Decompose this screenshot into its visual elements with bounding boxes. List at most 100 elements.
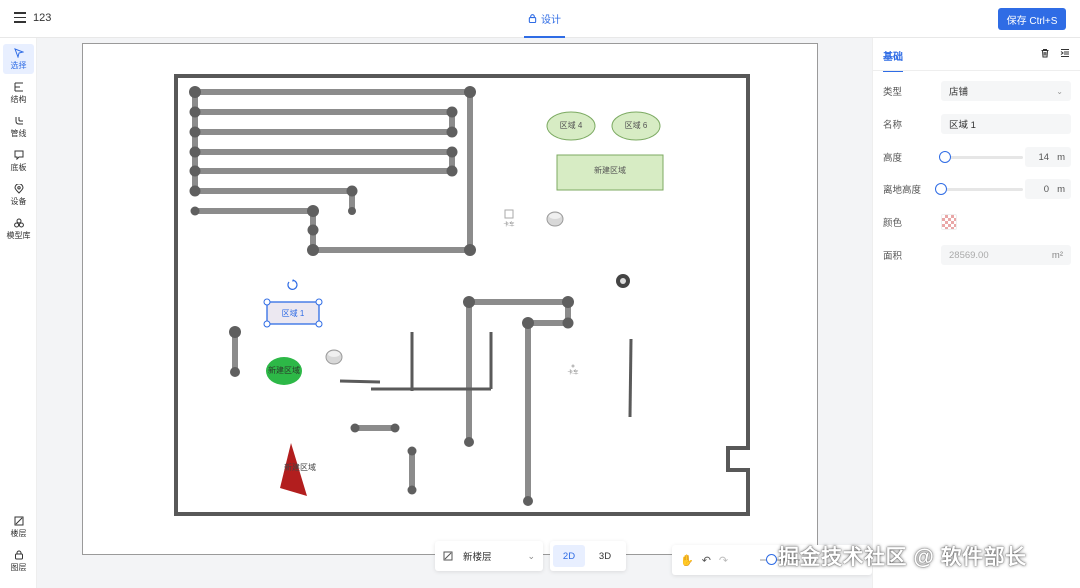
- cursor-icon: [13, 47, 24, 58]
- card-reader-label: 卡车: [503, 220, 515, 228]
- watermark-text: 掘金技术社区 @ 软件部长: [778, 546, 1027, 569]
- layer-icon: [14, 550, 23, 559]
- new-zone-red-label: 新建区域: [284, 462, 316, 472]
- selection-handles[interactable]: [263, 298, 323, 328]
- height-slider[interactable]: 14 m: [939, 147, 1071, 167]
- pipeline-icon: [15, 116, 23, 124]
- ground-value: 0: [1043, 183, 1050, 195]
- zone-1-label: 区域 1: [282, 308, 305, 318]
- card-reader-icon[interactable]: [571, 364, 575, 368]
- pipe-group[interactable]: [192, 89, 571, 504]
- panel-divider: [873, 70, 1080, 71]
- floor-plate-icon: [14, 150, 23, 160]
- chevron-down-icon: ⌄: [1056, 86, 1063, 96]
- color-swatch[interactable]: [941, 214, 957, 230]
- smoke-detector-top: [549, 213, 561, 219]
- navigation-toolbar: ✋ ↶ ↷: [672, 545, 872, 575]
- ground-slider-knob[interactable]: [935, 182, 947, 195]
- height-slider-track[interactable]: [939, 150, 1023, 163]
- tab-basic[interactable]: 基础: [883, 48, 903, 72]
- floor-selector[interactable]: 新楼层 ⌄: [435, 541, 543, 571]
- hand-pan-icon[interactable]: ✋: [680, 554, 694, 567]
- floor-selector-value: 新楼层: [463, 552, 492, 563]
- new-zone-green-label: 新建区域: [268, 365, 300, 375]
- tool-sidebar: 选择 结构 管线 底板 设备 模型库 楼层 图层: [0, 38, 37, 588]
- area-readonly-field: 28569.00 m²: [941, 245, 1071, 265]
- smoke-detector-top: [328, 351, 340, 357]
- prop-type-label: 类型: [883, 87, 903, 98]
- card-reader-icon[interactable]: [504, 209, 514, 219]
- tool-label: 楼层: [10, 528, 27, 538]
- zone-4[interactable]: [546, 111, 596, 141]
- tool-label: 管线: [10, 128, 27, 138]
- prop-name-label: 名称: [883, 120, 903, 131]
- type-select[interactable]: 店铺 ⌄: [941, 81, 1071, 101]
- ground-slider-track[interactable]: [935, 182, 1023, 195]
- prop-ground-height: 离地高度 0 m: [883, 179, 1071, 199]
- collapse-panel-icon[interactable]: [1060, 48, 1070, 58]
- ground-height-slider[interactable]: 0 m: [935, 179, 1071, 199]
- zone-6[interactable]: [611, 111, 661, 141]
- tool-floor-plate[interactable]: 底板: [3, 146, 34, 176]
- tool-model-library[interactable]: 模型库: [3, 214, 34, 244]
- tool-label: 模型库: [6, 230, 31, 240]
- rotate-handle-arrow: [292, 279, 295, 282]
- zoom-slider-knob[interactable]: [766, 554, 778, 565]
- prop-name: 名称 区域 1: [883, 114, 1071, 134]
- new-zone-rect-label: 新建区域: [594, 165, 626, 175]
- prop-height-label: 高度: [883, 153, 903, 164]
- floor-icon: [443, 551, 453, 561]
- height-input[interactable]: 14 m: [1025, 147, 1071, 167]
- new-zone-rect[interactable]: [556, 154, 664, 191]
- model-library-icon: [13, 218, 24, 227]
- new-zone-green[interactable]: [266, 357, 302, 385]
- project-title: 123: [33, 12, 52, 24]
- tool-label: 底板: [10, 162, 27, 172]
- design-canvas[interactable]: 区域 4 区域 6 新建区域 区域 1 新建区域 新建区域 卡车 卡车 新楼层: [37, 38, 872, 588]
- tab-design-label: 设计: [541, 14, 561, 26]
- prop-type: 类型 店铺 ⌄: [883, 81, 1071, 101]
- view-2d-button[interactable]: 2D: [553, 545, 585, 567]
- tool-device[interactable]: 设备: [3, 180, 34, 210]
- prop-height: 高度 14 m: [883, 147, 1071, 167]
- prop-area-label: 面积: [883, 251, 903, 262]
- floor-plan[interactable]: 区域 4 区域 6 新建区域 区域 1 新建区域 新建区域 卡车 卡车: [37, 38, 872, 588]
- tool-pipeline[interactable]: 管线: [3, 112, 34, 142]
- tool-layer[interactable]: 图层: [3, 546, 34, 576]
- height-value: 14: [1038, 151, 1050, 163]
- tab-design[interactable]: 设计: [524, 0, 565, 38]
- floor-icon: [14, 516, 23, 525]
- redo-icon[interactable]: ↷: [718, 554, 729, 567]
- zone-4-label: 区域 4: [560, 120, 583, 130]
- tool-floor[interactable]: 楼层: [3, 512, 34, 542]
- zone-6-label: 区域 6: [625, 120, 648, 130]
- zone-1-selected[interactable]: [266, 301, 320, 325]
- rotate-handle-icon[interactable]: [287, 279, 298, 290]
- prop-color-label: 颜色: [883, 218, 903, 229]
- outer-wall[interactable]: [174, 74, 750, 516]
- pipe-joints: [189, 86, 574, 506]
- tool-label: 结构: [10, 94, 27, 104]
- interior-walls[interactable]: [339, 332, 633, 418]
- tool-label: 选择: [10, 60, 27, 70]
- app-header: 123 设计 保存 Ctrl+S: [0, 0, 1080, 38]
- prop-color: 颜色: [883, 212, 1071, 232]
- properties-panel: 基础 类型 店铺 ⌄ 名称 区域 1 高度 14 m 离地高度 0 m: [872, 38, 1080, 588]
- view-toggle: 2D 3D: [550, 541, 626, 571]
- tool-structure[interactable]: 结构: [3, 78, 34, 108]
- tool-label: 设备: [10, 196, 27, 206]
- tool-label: 图层: [10, 562, 27, 572]
- trash-icon[interactable]: [1040, 48, 1050, 58]
- zoom-slider[interactable]: [760, 554, 801, 565]
- height-slider-knob[interactable]: [939, 150, 951, 163]
- structure-icon: [14, 82, 23, 91]
- menu-icon[interactable]: [14, 12, 26, 24]
- ground-height-input[interactable]: 0 m: [1025, 179, 1071, 199]
- save-button[interactable]: 保存 Ctrl+S: [998, 8, 1066, 30]
- view-3d-button[interactable]: 3D: [598, 550, 612, 562]
- name-input[interactable]: 区域 1: [941, 114, 1071, 134]
- area-value: 28569.00: [949, 249, 989, 261]
- new-zone-red[interactable]: [280, 443, 307, 496]
- undo-icon[interactable]: ↶: [701, 554, 711, 567]
- tool-select[interactable]: 选择: [3, 44, 34, 74]
